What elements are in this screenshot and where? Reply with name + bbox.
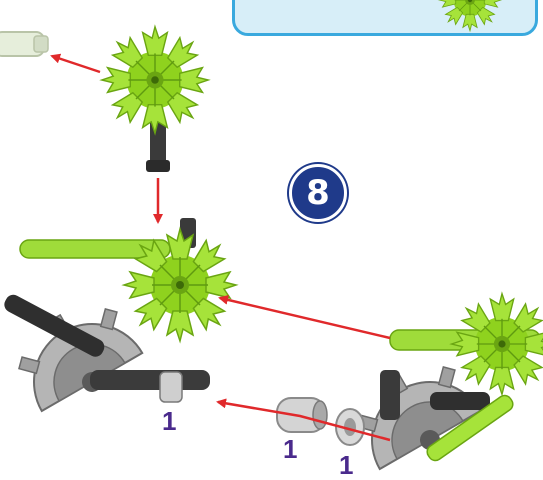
rod-top-left-icon bbox=[0, 31, 49, 57]
quantity-label-3: 1 bbox=[339, 450, 354, 480]
top-green-connector-icon bbox=[101, 26, 209, 172]
arrow-to-rod bbox=[50, 53, 101, 74]
spacer-large-icon bbox=[276, 397, 328, 433]
step-number-badge: 8 bbox=[289, 164, 347, 222]
right-assembly-icon bbox=[341, 292, 543, 474]
callout-gear-icon bbox=[438, 0, 502, 32]
spacer-small-icon bbox=[335, 408, 365, 446]
arrow-assembly-to-left bbox=[218, 294, 391, 340]
quantity-label-1: 1 bbox=[162, 406, 177, 436]
left-assembly-icon bbox=[3, 218, 237, 421]
arrow-spacers-to-left bbox=[216, 398, 391, 442]
quantity-label-2: 1 bbox=[283, 434, 298, 464]
